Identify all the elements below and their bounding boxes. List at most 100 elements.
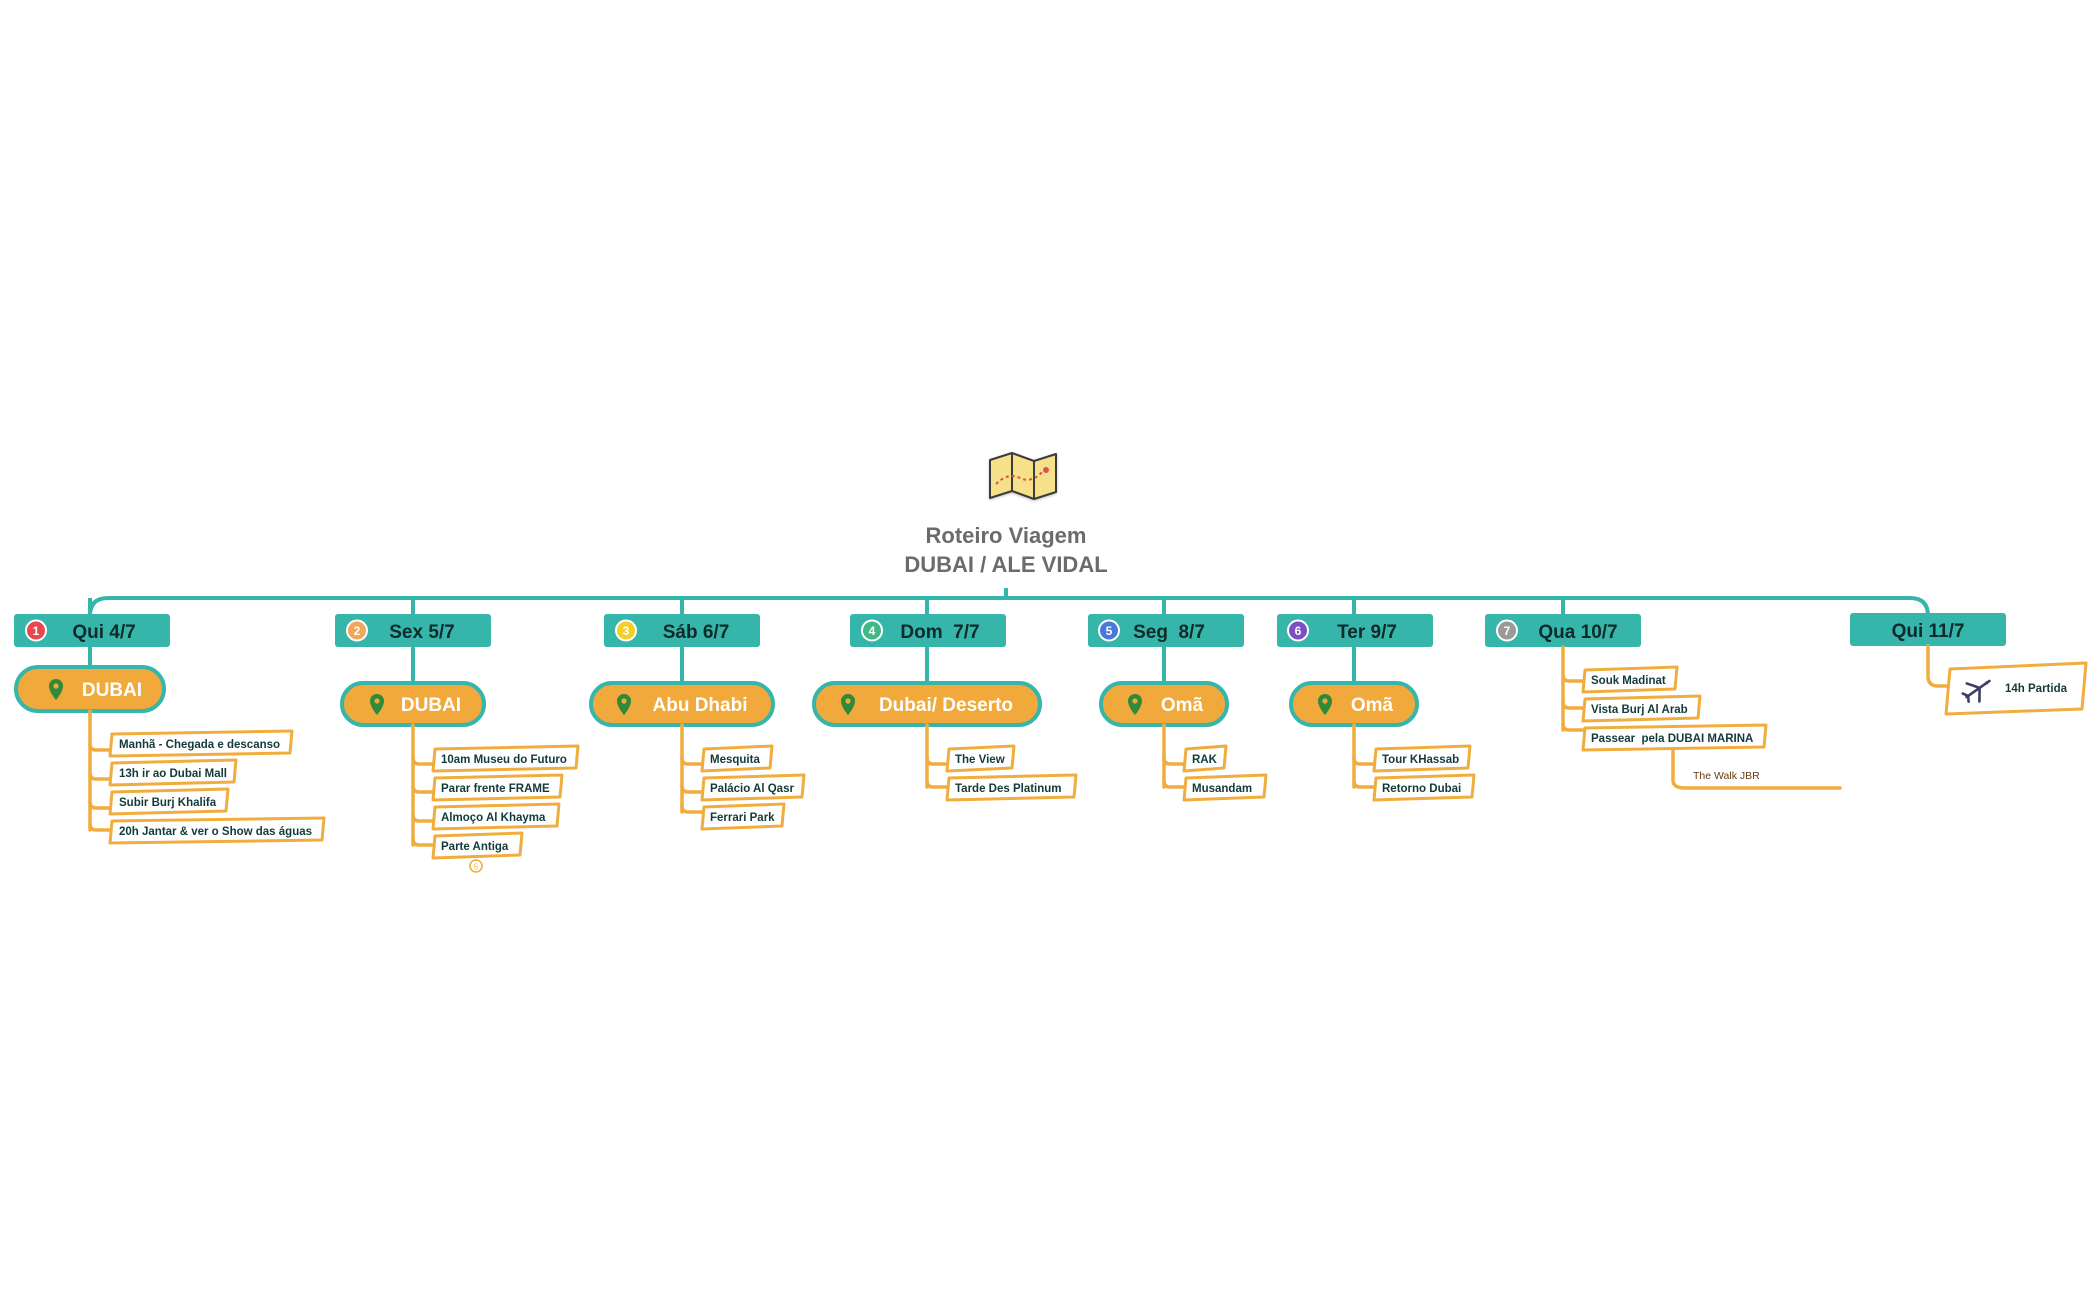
day-number-badge [861, 619, 883, 642]
day-number-badge [1287, 619, 1309, 642]
day-node-5[interactable]: 5 Seg 8/7 [1088, 614, 1244, 647]
activity-node[interactable]: Musandam [1182, 773, 1268, 802]
activities-day-6: Tour KHassab Retorno Dubai [1372, 744, 1476, 802]
root-node[interactable]: Roteiro Viagem DUBAI / ALE VIDAL [904, 452, 1108, 577]
activity-node[interactable]: Souk Madinat [1581, 665, 1679, 694]
location-pin-icon [1318, 694, 1332, 715]
day-number-badge [615, 619, 637, 642]
location-label: Dubai/ Deserto [879, 695, 1013, 716]
activity-node[interactable]: The View [945, 744, 1016, 773]
activity-label: Manhã - Chegada e descanso [119, 739, 280, 751]
activity-node[interactable]: Manhã - Chegada e descanso [108, 729, 294, 758]
location-node[interactable]: Omã [1289, 681, 1419, 727]
activity-node[interactable]: Subir Burj Khalifa [108, 787, 230, 816]
activity-label: 13h ir ao Dubai Mall [119, 768, 227, 780]
activities-day-7: Souk Madinat Vista Burj Al Arab Passear … [1581, 665, 1768, 782]
location-node[interactable]: DUBAI [340, 681, 486, 727]
activity-label: Parte Antiga [441, 841, 509, 853]
departure-label: 14h Partida [2005, 683, 2068, 695]
activity-node[interactable]: RAK [1182, 744, 1228, 773]
departure-node[interactable]: 14h Partida [1944, 661, 2088, 716]
activities-day-1: Manhã - Chegada e descanso 13h ir ao Dub… [108, 729, 326, 845]
day-number: 2 [354, 624, 361, 638]
day-number-badge [1496, 619, 1518, 642]
activity-label: Palácio Al Qasr [710, 783, 794, 795]
root-title-line2: DUBAI / ALE VIDAL [904, 552, 1107, 577]
location-node[interactable]: Dubai/ Deserto [812, 681, 1042, 727]
activity-label: Mesquita [710, 754, 760, 766]
activity-label: Ferrari Park [710, 812, 775, 824]
activity-node[interactable]: Vista Burj Al Arab [1581, 694, 1702, 723]
day-connectors [88, 598, 1565, 683]
location-label: Omã [1351, 695, 1394, 716]
day-label: Sáb 6/7 [663, 622, 730, 643]
day-label: Qui 4/7 [72, 622, 135, 643]
activity-node[interactable]: Parar frente FRAME [431, 773, 564, 802]
activity-label: 10am Museu do Futuro [441, 754, 567, 766]
activity-node[interactable]: Tour KHassab [1372, 744, 1472, 773]
activities-day-4: The View Tarde Des Platinum [945, 744, 1078, 802]
activities-day-5: RAK Musandam [1182, 744, 1268, 802]
day-node-4[interactable]: 4 Dom 7/7 [850, 614, 1006, 647]
day-label: Qui 11/7 [1892, 621, 1965, 642]
activity-node[interactable]: Almoço Al Khayma [431, 802, 561, 831]
main-bus [88, 596, 1930, 617]
activity-label: Subir Burj Khalifa [119, 797, 217, 809]
activities-day-2: 10am Museu do Futuro Parar frente FRAME … [431, 744, 580, 873]
note-label[interactable]: The Walk JBR [1693, 770, 1760, 782]
activity-label: Musandam [1192, 783, 1252, 795]
location-label: DUBAI [401, 695, 461, 716]
activity-label: 20h Jantar & ver o Show das águas [119, 826, 312, 838]
location-label: Abu Dhabi [653, 695, 748, 716]
activity-node[interactable]: Tarde Des Platinum [945, 773, 1078, 802]
day-label: Dom 7/7 [900, 622, 979, 643]
day-node-7[interactable]: 7 Qua 10/7 [1485, 614, 1641, 647]
activity-node[interactable]: 13h ir ao Dubai Mall [108, 758, 238, 787]
day-label: Seg 8/7 [1133, 622, 1205, 643]
activity-label: Vista Burj Al Arab [1591, 704, 1688, 716]
day-node-2[interactable]: 2 Sex 5/7 [335, 614, 491, 647]
day-number: 3 [623, 624, 630, 638]
activity-label: Retorno Dubai [1382, 783, 1461, 795]
day-node-3[interactable]: 3 Sáb 6/7 [604, 614, 760, 647]
activity-node[interactable]: 10am Museu do Futuro [431, 744, 580, 773]
root-title-line1: Roteiro Viagem [926, 523, 1087, 548]
activity-label: RAK [1192, 754, 1218, 766]
day-number: 6 [1295, 624, 1302, 638]
activity-node[interactable]: Ferrari Park [700, 802, 786, 831]
day-node-1[interactable]: 1 Qui 4/7 [14, 614, 170, 647]
activity-node[interactable]: Mesquita [700, 744, 774, 773]
day-number: 7 [1504, 624, 1511, 638]
location-node[interactable]: Omã [1099, 681, 1229, 727]
day-label: Qua 10/7 [1538, 622, 1617, 643]
location-node[interactable]: Abu Dhabi [589, 681, 775, 727]
day-label: Ter 9/7 [1337, 622, 1397, 643]
activity-node[interactable]: Parte Antiga [431, 831, 524, 860]
map-icon [989, 452, 1057, 500]
location-pin-icon [1128, 694, 1142, 715]
activity-label: Tarde Des Platinum [955, 783, 1062, 795]
day-number-badge [1098, 619, 1120, 642]
activity-node[interactable]: Passear pela DUBAI MARINA [1581, 723, 1768, 752]
day-number: 4 [869, 624, 876, 638]
activity-node[interactable]: 20h Jantar & ver o Show das águas [108, 816, 326, 845]
location-pin-icon [617, 694, 631, 715]
airplane-icon [1961, 679, 1991, 703]
day-node-6[interactable]: 6 Ter 9/7 [1277, 614, 1433, 647]
day-node-8[interactable]: Qui 11/7 [1850, 613, 2006, 646]
day-number: 5 [1106, 624, 1113, 638]
activity-label: Souk Madinat [1591, 675, 1666, 687]
activity-node[interactable]: Retorno Dubai [1372, 773, 1476, 802]
day-number-badge [346, 619, 368, 642]
activities-day-3: Mesquita Palácio Al Qasr Ferrari Park [700, 744, 806, 831]
location-pin-icon [370, 694, 384, 715]
day-number-badge [25, 619, 47, 642]
location-node[interactable]: DUBAI [14, 665, 166, 713]
location-pin-icon [841, 694, 855, 715]
branch-lines [88, 644, 1950, 847]
collapse-badge[interactable]: 5 [469, 859, 483, 873]
location-pin-icon [49, 679, 63, 700]
activity-label: Parar frente FRAME [441, 783, 550, 795]
activity-node[interactable]: Palácio Al Qasr [700, 773, 806, 802]
collapsed-count: 5 [474, 863, 479, 872]
